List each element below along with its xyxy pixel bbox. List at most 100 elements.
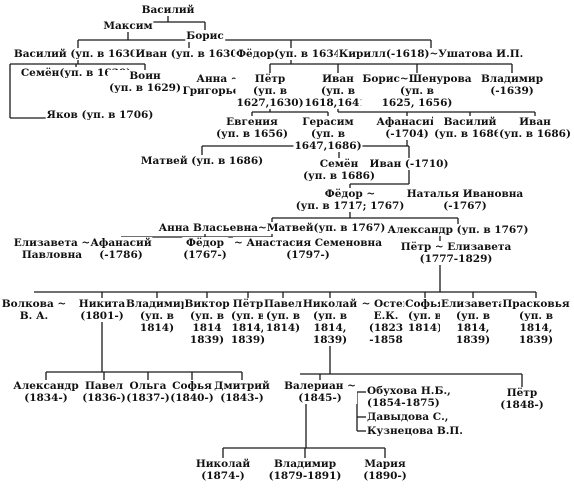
person-label-line: (уп. в: [313, 310, 347, 322]
person-label-line: 1814,: [313, 322, 347, 334]
person-label-line: Давыдова С.,: [367, 411, 449, 423]
person-label-line: Пётр: [254, 73, 286, 85]
person-label-line: Обухова Н.Б.,: [367, 385, 451, 397]
person-label-line: (-1786): [99, 249, 143, 261]
person-label-line: (уп. в 1686): [303, 170, 375, 182]
person-label-line: Анна Власьевна~Матвей(уп. в 1767): [158, 222, 386, 234]
person-label-line: (уп. в 1686): [499, 128, 571, 140]
person-label-line: Семён(уп. в 1630): [20, 67, 132, 79]
person-label-line: (уп. в: [253, 85, 287, 97]
person-ivan-1630: Иван (уп. в 1630): [134, 48, 244, 60]
person-label-line: Павел: [263, 298, 303, 310]
person-label-line: (1845-): [298, 392, 342, 404]
person-label-line: Никита: [78, 298, 126, 310]
person-sofya-1840: Софья(1840-): [169, 380, 215, 404]
person-label-line: (уп. в 1629): [109, 82, 181, 94]
person-label-line: (1840-): [170, 392, 214, 404]
person-valerian: Валериан ~(1845-): [283, 380, 357, 404]
person-label-line: Александр: [13, 380, 79, 392]
person-semen-1686: Семён(уп. в 1686): [302, 158, 376, 182]
person-label-line: Борис: [186, 30, 224, 42]
person-label-line: Иван: [519, 116, 551, 128]
person-boris-elder: Борис: [185, 30, 225, 42]
person-natalya-ivanovna: Наталья Ивановна(-1767): [405, 188, 525, 212]
person-yakov: Яков (уп. в 1706): [45, 109, 155, 121]
person-label-line: Валериан ~: [284, 380, 356, 392]
person-label-line: 1814): [265, 322, 301, 334]
person-fedor-1634: Фёдор(уп. в 1634): [235, 48, 347, 60]
person-label-line: (уп. в: [231, 310, 265, 322]
person-label-line: Кузнецова В.П.: [367, 425, 463, 437]
person-label-line: Павловна: [21, 249, 83, 261]
person-voin: Воин(уп. в 1629): [108, 70, 182, 94]
person-label-line: 1814,: [519, 322, 553, 334]
person-label-line: Виктор: [184, 298, 230, 310]
person-label-line: Владимир: [273, 458, 337, 470]
person-label-line: Николай: [195, 458, 251, 470]
person-petr-1777: Пётр ~ Елизавета(1777-1829): [399, 241, 513, 265]
person-label-line: (-1639): [490, 85, 534, 97]
person-vasily: Василий: [140, 4, 196, 16]
person-label-line: (уп. в 1686): [434, 128, 506, 140]
person-label-line: (уп. в: [311, 128, 345, 140]
person-obukhova: Обухова Н.Б.,(1854-1875): [366, 385, 452, 409]
person-label-line: Фёдор(уп. в 1634): [236, 48, 346, 60]
person-label-line: Василий: [443, 116, 497, 128]
person-afanasy-1704: Афанасий(-1704): [375, 116, 439, 140]
person-label-line: Николай: [302, 298, 358, 310]
person-label-line: (-1704): [385, 128, 429, 140]
person-label-line: Софья: [172, 380, 212, 392]
person-label-line: Семён: [319, 158, 359, 170]
person-label-line: Матвей (уп. в 1686): [140, 155, 264, 167]
person-vasily-1686: Василий(уп. в 1686): [433, 116, 507, 140]
person-label-line: 1814,: [456, 322, 490, 334]
person-fedor-1717: Фёдор ~(уп. в 1717; 1767): [294, 188, 406, 212]
person-label-line: Пётр: [506, 387, 538, 399]
person-label-line: Наталья Ивановна: [406, 188, 524, 200]
person-afanasy-1786: Афанасий(-1786): [89, 237, 153, 261]
person-label-line: (1879-1891): [268, 470, 342, 482]
person-label-line: (1777-1829): [419, 253, 493, 265]
person-label-line: (1834-): [24, 392, 68, 404]
person-label-line: Герасим: [302, 116, 354, 128]
person-label-line: Фёдор: [186, 237, 224, 249]
person-vladimir-1639: Владимир(-1639): [479, 73, 545, 97]
person-vladimir-1879: Владимир(1879-1891): [267, 458, 343, 482]
person-label-line: (уп. в 1656): [216, 128, 288, 140]
person-label-line: Дмитрий: [214, 380, 270, 392]
person-label-line: Павел: [84, 380, 124, 392]
person-nikolay-1874: Николай(1874-): [194, 458, 252, 482]
person-label-line: Борис~Шенурова: [362, 73, 472, 85]
person-label-line: (1797-): [286, 249, 330, 261]
person-label-line: Софья: [405, 298, 445, 310]
person-label-line: Ольга: [129, 380, 167, 392]
person-label-line: Иван (уп. в 1630): [135, 48, 243, 60]
person-evgeniya: Евгения(уп. в 1656): [215, 116, 289, 140]
person-label-line: (-1767): [443, 200, 487, 212]
person-label-line: (уп. в: [519, 310, 553, 322]
person-label-line: Афанасий: [376, 116, 438, 128]
person-label-line: (1843-): [220, 392, 264, 404]
person-label-line: (1801-): [80, 310, 124, 322]
person-olga: Ольга(1837-): [125, 380, 171, 404]
person-label-line: 1814,: [231, 322, 265, 334]
person-nikita: Никита(1801-): [77, 298, 127, 322]
person-label-line: 1839): [230, 334, 266, 346]
person-dmitry: Дмитрий(1843-): [213, 380, 271, 404]
person-label-line: Елизавета: [441, 298, 505, 310]
person-maksim: Максим: [102, 20, 154, 32]
person-label-line: 1839): [518, 334, 554, 346]
person-label-line: 1814): [139, 322, 175, 334]
person-label-line: (уп. в: [140, 310, 174, 322]
person-label-line: Фёдор ~: [324, 188, 376, 200]
person-semen-1630: Семён(уп. в 1630): [19, 67, 133, 79]
person-label-line: (уп. в: [321, 85, 355, 97]
person-label-line: ~ Остен: [361, 298, 411, 310]
